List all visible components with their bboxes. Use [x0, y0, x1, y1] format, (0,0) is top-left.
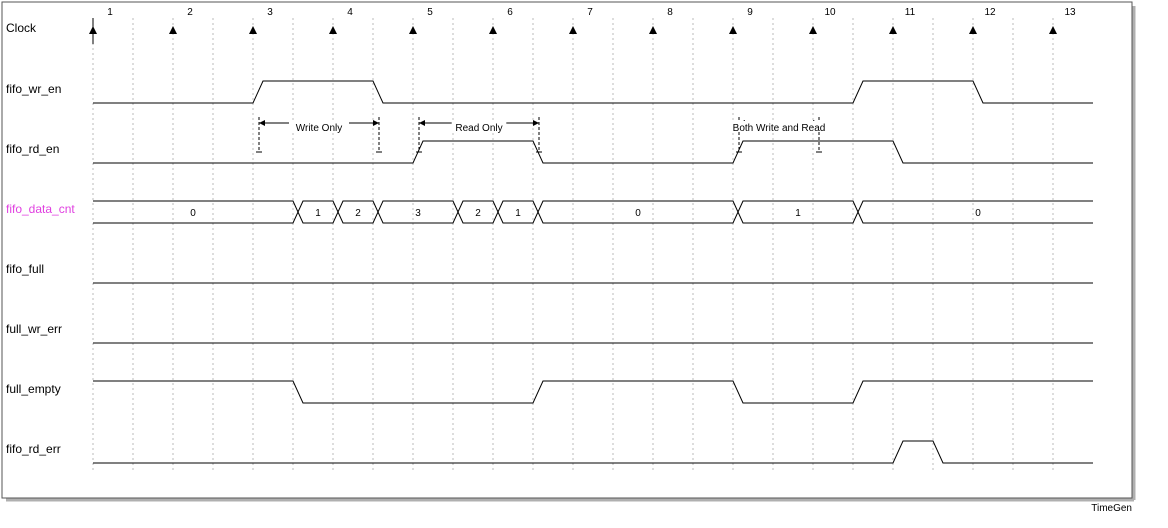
signal-full: fifo_full — [6, 262, 1093, 284]
bus-value: 0 — [975, 208, 981, 219]
bus-value: 0 — [635, 208, 641, 219]
annotation-write-only: Write Only — [256, 117, 382, 153]
signal-label-full-wr-err: full_wr_err — [6, 322, 62, 336]
signal-rd-err: fifo_rd_err — [6, 440, 1093, 464]
rising-edge-arrow-icon — [409, 26, 417, 34]
signal-label-data-cnt: fifo_data_cnt — [6, 202, 75, 216]
signal-label-full: fifo_full — [6, 262, 44, 276]
bus-bottom-data-cnt — [93, 210, 1093, 224]
cycle-number: 5 — [427, 7, 433, 18]
cycle-number: 12 — [984, 7, 996, 18]
rising-edge-arrow-icon — [729, 26, 737, 34]
rising-edge-arrow-icon — [569, 26, 577, 34]
arrow-left-icon — [259, 120, 265, 126]
arrow-left-icon — [419, 120, 425, 126]
rising-edge-arrow-icon — [969, 26, 977, 34]
signal-wr-en: fifo_wr_en — [6, 80, 1093, 104]
waveform-rd-err — [93, 440, 1093, 464]
rising-edge-arrow-icon — [89, 26, 97, 34]
rising-edge-arrow-icon — [1049, 26, 1057, 34]
cycle-number: 4 — [347, 7, 353, 18]
bus-top-data-cnt — [93, 200, 1093, 214]
rising-edge-arrow-icon — [489, 26, 497, 34]
cycle-number: 6 — [507, 7, 513, 18]
signal-label-wr-en: fifo_wr_en — [6, 82, 61, 96]
rising-edge-arrow-icon — [889, 26, 897, 34]
signal-full-empty: full_empty — [6, 380, 1093, 404]
diagram-frame — [1, 1, 1133, 499]
cycle-number: 10 — [824, 7, 836, 18]
arrow-right-icon — [373, 120, 379, 126]
bus-value: 1 — [315, 208, 321, 219]
annotation-both: Both Write and Read — [724, 117, 834, 153]
rising-edge-arrow-icon — [249, 26, 257, 34]
annotation-label: Write Only — [296, 123, 343, 134]
rising-edge-arrow-icon — [649, 26, 657, 34]
waveform-wr-en — [93, 80, 1093, 104]
annotation-label: Read Only — [455, 123, 502, 134]
annotation-read-only: Read Only — [416, 117, 542, 153]
rising-edge-arrow-icon — [809, 26, 817, 34]
signal-label-rd-err: fifo_rd_err — [6, 442, 61, 456]
rising-edge-arrow-icon — [169, 26, 177, 34]
bus-value: 0 — [190, 208, 196, 219]
cycle-number: 9 — [747, 7, 753, 18]
signal-label-full-empty: full_empty — [6, 382, 61, 396]
cycle-number: 8 — [667, 7, 673, 18]
annotations: Write Only Read Only Both Write and Read — [256, 117, 834, 153]
bus-value: 2 — [355, 208, 361, 219]
cycle-number: 1 — [107, 7, 113, 18]
bus-value: 3 — [415, 208, 421, 219]
signal-data-cnt: fifo_data_cnt 0 1 2 3 2 1 0 1 0 — [6, 200, 1093, 224]
app-name: TimeGen — [1091, 503, 1132, 514]
signal-label-rd-en: fifo_rd_en — [6, 142, 59, 156]
cycle-number: 13 — [1064, 7, 1076, 18]
arrow-right-icon — [533, 120, 539, 126]
rising-edge-arrow-icon — [329, 26, 337, 34]
bus-value: 2 — [475, 208, 481, 219]
waveform-full-empty — [93, 380, 1093, 404]
cycle-number: 11 — [905, 7, 916, 18]
signal-full-wr-err: full_wr_err — [6, 322, 1093, 344]
signal-label-clock: Clock — [6, 21, 37, 35]
bus-value: 1 — [515, 208, 521, 219]
grid-lines — [92, 18, 1054, 472]
annotation-label: Both Write and Read — [733, 123, 826, 134]
bus-value: 1 — [795, 208, 801, 219]
cycle-number: 2 — [187, 7, 193, 18]
signal-waveforms: fifo_wr_en fifo_rd_en fifo_data_cnt 0 1 2 3 2 1 0… — [6, 80, 1093, 464]
cycle-number: 3 — [267, 7, 273, 18]
cycle-number: 7 — [587, 7, 593, 18]
